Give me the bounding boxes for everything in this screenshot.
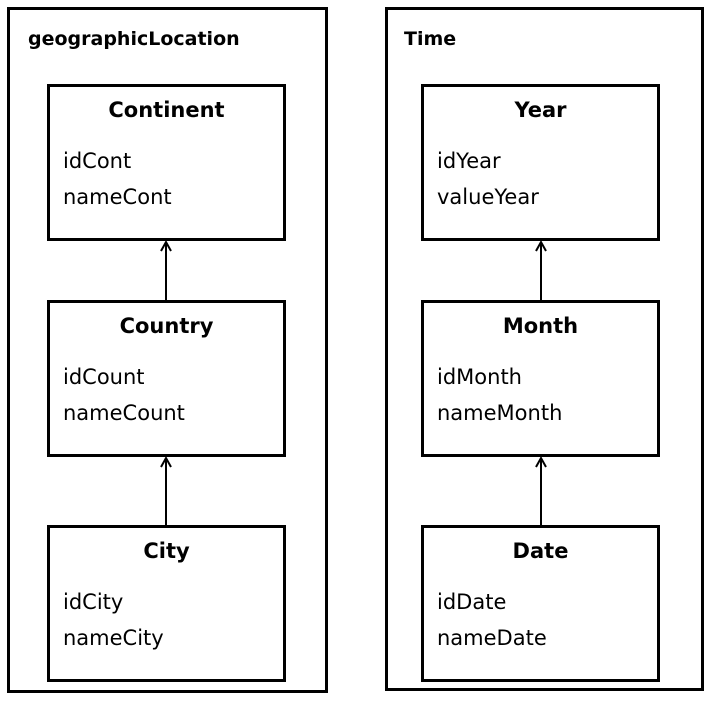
class-attribute: nameCont (63, 185, 172, 209)
class-attributes-city: idCity nameCity (63, 584, 277, 656)
class-title-month: Month (502, 314, 579, 338)
class-title-city: City (143, 539, 190, 563)
class-attribute: idCont (63, 149, 132, 173)
class-title-date: Date (512, 539, 569, 563)
class-box-country[interactable]: Country idCount nameCount (47, 300, 286, 457)
package-label-geographiclocation: geographicLocation (28, 28, 240, 50)
class-title-continent: Continent (108, 98, 225, 122)
class-box-year[interactable]: Year idYear valueYear (421, 84, 660, 241)
class-attributes-continent: idCont nameCont (63, 143, 277, 215)
class-box-city[interactable]: City idCity nameCity (47, 525, 286, 682)
class-attributes-year: idYear valueYear (437, 143, 651, 215)
class-attribute: nameDate (437, 626, 547, 650)
class-attribute: idYear (437, 149, 501, 173)
class-attribute: valueYear (437, 185, 539, 209)
class-attributes-date: idDate nameDate (437, 584, 651, 656)
class-attributes-country: idCount nameCount (63, 359, 277, 431)
class-box-month[interactable]: Month idMonth nameMonth (421, 300, 660, 457)
class-attribute: nameMonth (437, 401, 563, 425)
class-attribute: nameCity (63, 626, 164, 650)
package-geographiclocation[interactable]: geographicLocation Continent idCont name… (7, 7, 328, 693)
class-attribute: idDate (437, 590, 507, 614)
class-attribute: idMonth (437, 365, 522, 389)
class-attribute: idCount (63, 365, 145, 389)
class-box-continent[interactable]: Continent idCont nameCont (47, 84, 286, 241)
generalization-month-to-year (533, 239, 549, 300)
generalization-country-to-continent (158, 239, 174, 300)
generalization-city-to-country (158, 455, 174, 526)
class-attributes-month: idMonth nameMonth (437, 359, 651, 431)
class-box-date[interactable]: Date idDate nameDate (421, 525, 660, 682)
class-attribute: nameCount (63, 401, 185, 425)
class-title-country: Country (119, 314, 214, 338)
package-label-time: Time (404, 28, 457, 50)
class-attribute: idCity (63, 590, 124, 614)
generalization-date-to-month (533, 455, 549, 526)
class-title-year: Year (514, 98, 567, 122)
package-time[interactable]: Time Year idYear valueYear Month idMonth… (385, 7, 704, 691)
